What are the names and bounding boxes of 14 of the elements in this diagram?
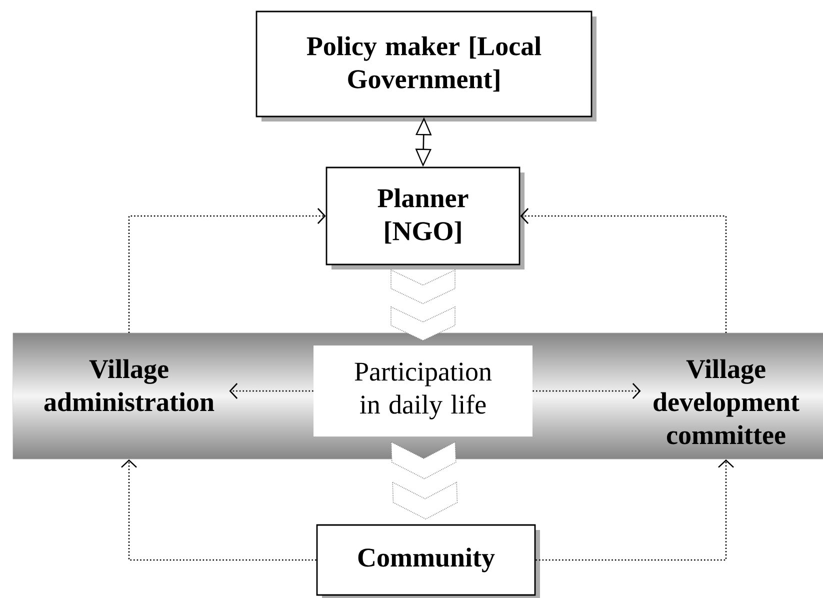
text-box: Participation in daily life [314,346,532,436]
band-label: Village administration [44,359,214,412]
band-label: Village development committee [654,359,800,444]
shadowed-box: Community [316,524,540,598]
arrow [520,208,727,333]
shadowed-box: Planner [NGO] [326,166,524,270]
arrow [229,383,314,399]
arrow [532,383,641,399]
arrow [536,459,734,561]
chevron-arrow [390,441,458,520]
arrow [121,459,316,561]
arrow [128,208,326,333]
chevron-arrow [390,269,456,341]
shadowed-box: Policy maker [Local Government] [256,10,596,122]
